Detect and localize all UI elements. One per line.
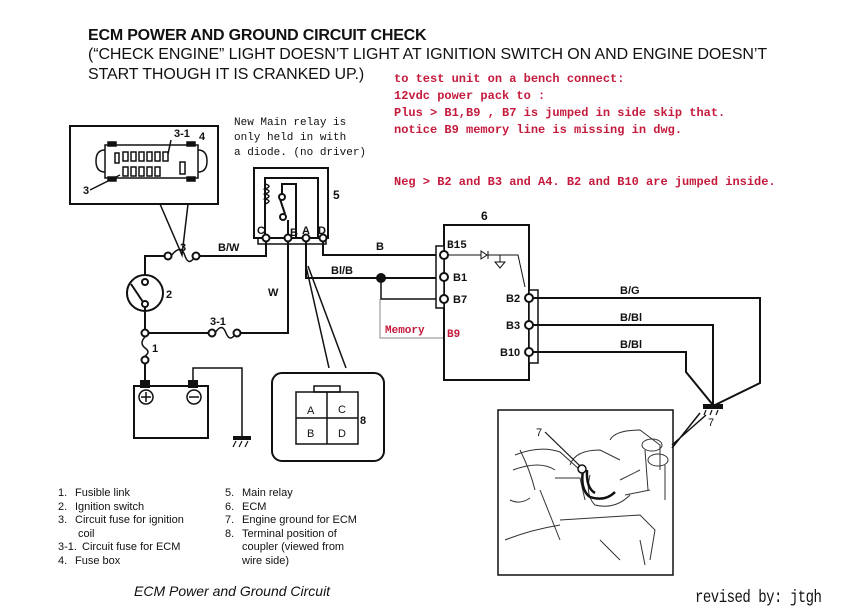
battery-ground-symbol (232, 436, 251, 448)
bench-note-line-3: Plus > B1,B9 , B7 is jumped in side skip… (394, 106, 726, 120)
fuse-block (89, 139, 208, 191)
label-fusible-link-1: 1 (152, 343, 158, 355)
wire-b-bl-2 (533, 351, 714, 406)
label-wire-w: W (268, 287, 279, 299)
legend-item: 4.Fuse box (58, 554, 121, 567)
ecm-unit (435, 224, 539, 381)
label-fuse-3: 3 (180, 242, 186, 254)
label-ecm-b10: B10 (500, 347, 520, 359)
legend-right: 5.Main relay 6.ECM 7.Engine ground for E… (225, 487, 357, 568)
label-ecm-b15: B15 (447, 240, 467, 252)
label-ecm-b3: B3 (506, 320, 520, 332)
wire-battery-ground (192, 367, 243, 437)
label-relay-5: 5 (333, 188, 340, 202)
label-ground-7: 7 (708, 417, 714, 429)
wire-b-g (533, 297, 761, 406)
label-engine-ground-7: 7 (536, 427, 542, 439)
label-wire-b: B (376, 241, 384, 253)
label-wire-bw: B/W (218, 242, 240, 254)
legend-item: 6.ECM (225, 500, 267, 513)
diagram-subtitle-line-2: START THOUGH IT IS CRANKED UP.) (88, 66, 365, 83)
label-ecm-b9: B9 (447, 329, 460, 341)
wire-b-bl-1 (533, 324, 714, 405)
main-relay (253, 167, 329, 245)
bench-note-line-1: to test unit on a bench connect: (394, 72, 625, 86)
wire-w (241, 242, 289, 334)
legend-item: 3-1.Circuit fuse for ECM (58, 541, 181, 553)
legend-left: 1.Fusible link 2.Ignition switch 3.Circu… (58, 487, 184, 568)
coupler-terminal-view (271, 372, 385, 462)
wire-b (322, 242, 442, 256)
coupler-pin-b: B (307, 428, 314, 440)
legend-item: 8.Terminal position of (225, 527, 337, 540)
coupler-pin-a: A (307, 405, 315, 417)
label-coupler-8: 8 (360, 415, 366, 427)
ignition-switch (126, 274, 164, 312)
label-relay-a: A (302, 225, 310, 237)
label-ecm-b1: B1 (453, 272, 467, 284)
coupler-callout (305, 265, 347, 369)
legend-item: 3.Circuit fuse for ignition (58, 514, 184, 526)
legend-item: coil (78, 527, 95, 540)
label-fuse-3-1: 3-1 (174, 128, 190, 140)
label-wire-b-bl-1: B/Bl (620, 312, 642, 324)
coupler-pin-d: D (338, 428, 346, 440)
wire-bl-b (305, 242, 442, 279)
wire-to-b7 (380, 278, 442, 300)
label-ecm-6: 6 (481, 209, 488, 223)
bench-note-line-2: 12vdc power pack to : (394, 89, 546, 103)
legend-item: 5.Main relay (225, 487, 293, 499)
label-ecm-b2: B2 (506, 293, 520, 305)
legend-item: 7.Engine ground for ECM (225, 514, 357, 526)
diagram-subtitle-line-1: (“CHECK ENGINE” LIGHT DOESN’T LIGHT AT I… (88, 46, 767, 63)
battery (133, 380, 209, 439)
engine-ground-illustration (497, 409, 674, 576)
bench-note-line-4: notice B9 memory line is missing in dwg. (394, 123, 683, 137)
memory-label: Memory (385, 325, 425, 337)
legend-item: 2.Ignition switch (58, 500, 145, 513)
diagram-title: ECM POWER AND GROUND CIRCUIT CHECK (88, 27, 427, 44)
label-relay-c: C (257, 225, 265, 237)
label-ecm-b7: B7 (453, 294, 467, 306)
label-ignition-switch-2: 2 (166, 289, 172, 301)
ground-callout (671, 412, 707, 449)
engine-ground-symbol (703, 404, 723, 416)
fuse-box-outline (69, 125, 219, 205)
label-relay-d: D (318, 225, 326, 237)
figure-caption: ECM Power and Ground Circuit (134, 583, 331, 599)
revised-by: revised by: jtgh (695, 588, 822, 608)
label-wire-b-g: B/G (620, 285, 640, 297)
wire-bw (200, 242, 267, 257)
wire-fuse3-to-switch (144, 255, 164, 275)
label-fuse-3-1: 3-1 (210, 316, 226, 328)
fuse-box-callout (159, 203, 189, 258)
legend-item: wire side) (242, 554, 290, 567)
fusible-link (140, 336, 150, 385)
memory-line (379, 299, 444, 339)
label-fuse-box-4: 4 (199, 131, 206, 143)
coupler-pin-c: C (338, 404, 346, 416)
relay-note: New Main relay is only held in with a di… (234, 117, 367, 159)
label-relay-b: B (290, 227, 298, 239)
legend-item: coupler (viewed from (242, 541, 345, 553)
neg-note: Neg > B2 and B3 and A4. B2 and B10 are j… (394, 175, 776, 189)
label-wire-bl-b: Bl/B (331, 265, 353, 277)
fuse-3-1 (207, 326, 242, 339)
fuse-3 (163, 248, 201, 263)
legend-item: 1.Fusible link (58, 487, 131, 499)
label-fuse-3-box: 3 (83, 185, 89, 197)
label-wire-b-bl-2: B/Bl (620, 339, 642, 351)
